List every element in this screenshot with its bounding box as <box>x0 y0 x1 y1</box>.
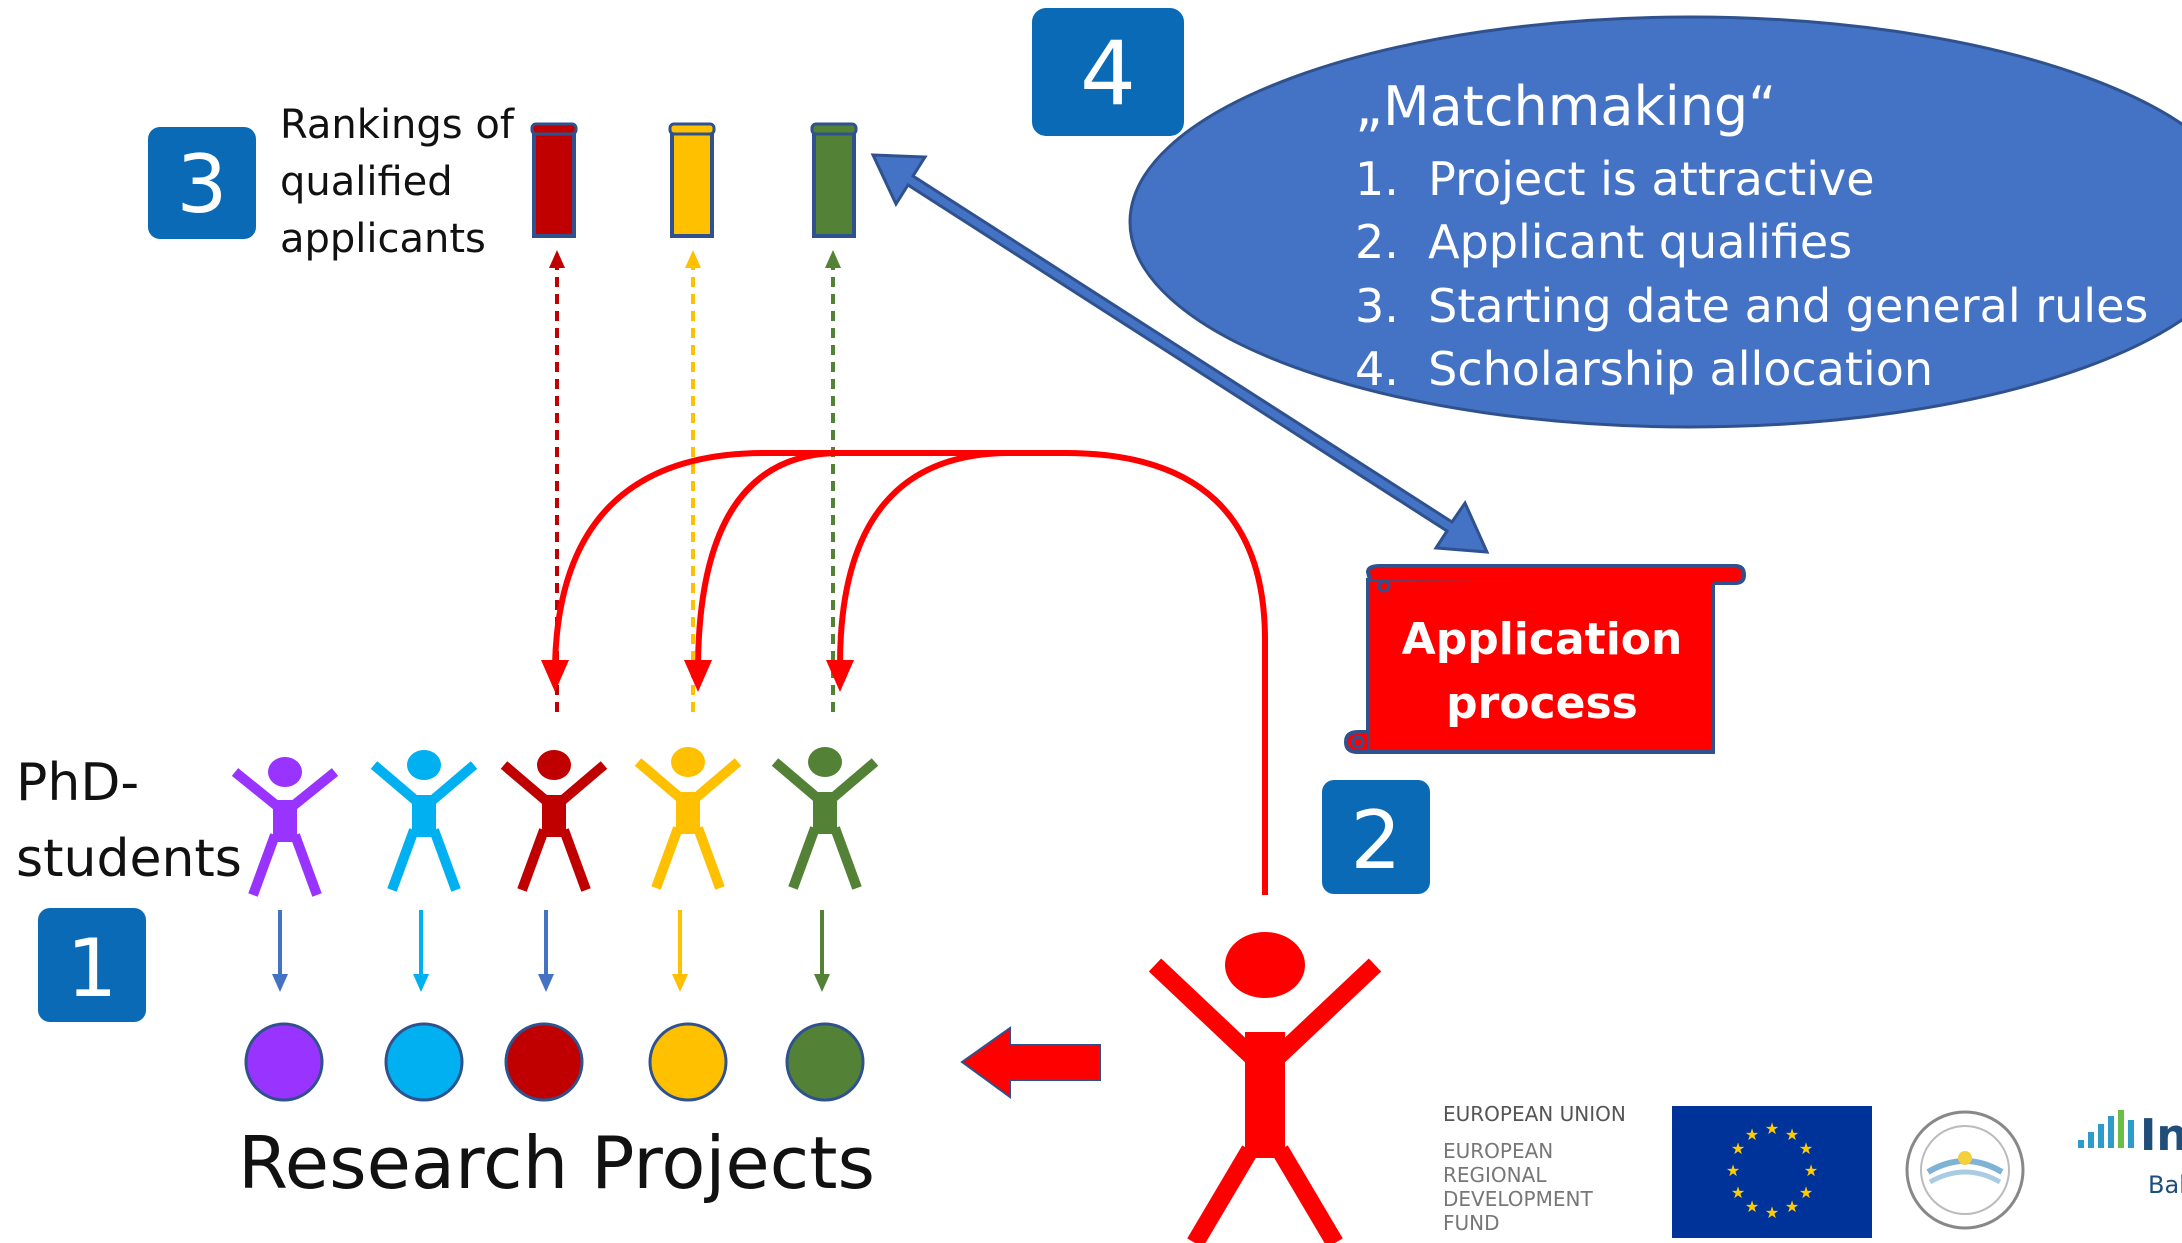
phd-label-line-2: students <box>16 829 242 889</box>
project-circle-green <box>785 1022 865 1102</box>
eu-fund-line-1: EUROPEAN <box>1443 1139 1553 1163</box>
step-badge-1-label: 1 <box>67 922 118 1015</box>
eu-fund-line-2: REGIONAL <box>1443 1163 1547 1187</box>
step-badge-2-label: 2 <box>1351 794 1402 887</box>
student-figure-purple <box>231 757 339 897</box>
rankings-label-line-1: Rankings of <box>280 102 515 148</box>
svg-text:★: ★ <box>1731 1183 1745 1202</box>
step-badge-4 <box>1032 8 1184 136</box>
red-arrowhead-2 <box>684 660 712 692</box>
eu-fund-line-4: FUND <box>1443 1211 1500 1235</box>
svg-text:★: ★ <box>1799 1183 1813 1202</box>
project-circle-purple <box>244 1022 324 1102</box>
application-process-scroll <box>1343 564 1747 754</box>
dashed-arrow-green-head <box>825 250 841 268</box>
application-process-line-2: process <box>1446 678 1638 729</box>
red-arrowhead-1 <box>541 660 569 692</box>
red-arrowhead-3 <box>826 660 854 692</box>
arrow-down-3 <box>538 910 554 992</box>
arrow-down-4 <box>672 910 688 992</box>
partner-logo-text: Balt <box>2148 1171 2182 1199</box>
research-projects-label: Research Projects <box>238 1121 875 1205</box>
svg-text:★: ★ <box>1726 1161 1740 1180</box>
rankings-label-line-3: applicants <box>280 216 486 262</box>
arrow-down-5 <box>814 910 830 992</box>
project-circle-darkred <box>504 1022 584 1102</box>
phd-label-line-1: PhD- <box>16 753 139 813</box>
svg-text:★: ★ <box>1765 1119 1779 1138</box>
step-badge-3 <box>148 127 256 239</box>
red-curve-connector <box>552 450 1268 895</box>
blue-double-arrow <box>870 153 1490 554</box>
red-block-arrow-left <box>960 1026 1101 1099</box>
svg-text:★: ★ <box>1785 1125 1799 1144</box>
svg-text:★: ★ <box>1745 1125 1759 1144</box>
matchmaking-item-2: 2. Applicant qualifies <box>1355 215 1852 269</box>
ranking-scroll-red <box>530 122 578 238</box>
svg-text:★: ★ <box>1745 1197 1759 1216</box>
step-badge-1 <box>38 908 146 1022</box>
ranking-scroll-yellow <box>668 122 716 238</box>
svg-text:★: ★ <box>1731 1139 1745 1158</box>
matchmaking-item-3: 3. Starting date and general rules <box>1355 279 2148 333</box>
eu-union-text: EUROPEAN UNION <box>1443 1102 1626 1126</box>
student-figure-cyan <box>370 750 478 892</box>
dashed-arrow-yellow-head <box>685 250 701 268</box>
project-circle-yellow <box>648 1022 728 1102</box>
application-process-line-1: Application <box>1402 614 1683 665</box>
svg-text:In: In <box>2140 1110 2182 1161</box>
student-figure-yellow <box>634 747 742 890</box>
dashed-arrow-red-head <box>549 250 565 268</box>
matchmaking-item-4: 4. Scholarship allocation <box>1355 342 1933 396</box>
eu-flag-icon: ★★★ ★★★ ★★★ ★★★ <box>1672 1106 1872 1238</box>
svg-text:★: ★ <box>1799 1139 1813 1158</box>
red-curve-to-green <box>837 450 1065 666</box>
step-badge-3-label: 3 <box>177 138 228 231</box>
big-red-figure <box>1148 932 1382 1243</box>
step-badge-2 <box>1322 780 1430 894</box>
eu-fund-line-3: DEVELOPMENT <box>1443 1187 1593 1211</box>
red-curve-to-yellow <box>695 450 1065 666</box>
rankings-label-line-2: qualified <box>280 159 453 205</box>
student-figure-green <box>771 747 879 890</box>
svg-text:★: ★ <box>1804 1161 1818 1180</box>
svg-text:★: ★ <box>1785 1197 1799 1216</box>
step-badge-4-label: 4 <box>1080 22 1136 125</box>
student-figure-darkred <box>500 750 608 892</box>
svg-text:★: ★ <box>1765 1203 1779 1222</box>
arrow-down-1 <box>272 910 288 992</box>
matchmaking-title: „Matchmaking“ <box>1355 75 1776 138</box>
project-circle-cyan <box>384 1022 464 1102</box>
ranking-scroll-green <box>810 122 858 238</box>
flagship-seal-icon <box>1905 1110 2025 1230</box>
arrow-down-2 <box>413 910 429 992</box>
partner-logo: In Balt <box>2078 1110 2182 1199</box>
matchmaking-ellipse <box>1128 15 2182 429</box>
matchmaking-item-1: 1. Project is attractive <box>1355 152 1875 206</box>
